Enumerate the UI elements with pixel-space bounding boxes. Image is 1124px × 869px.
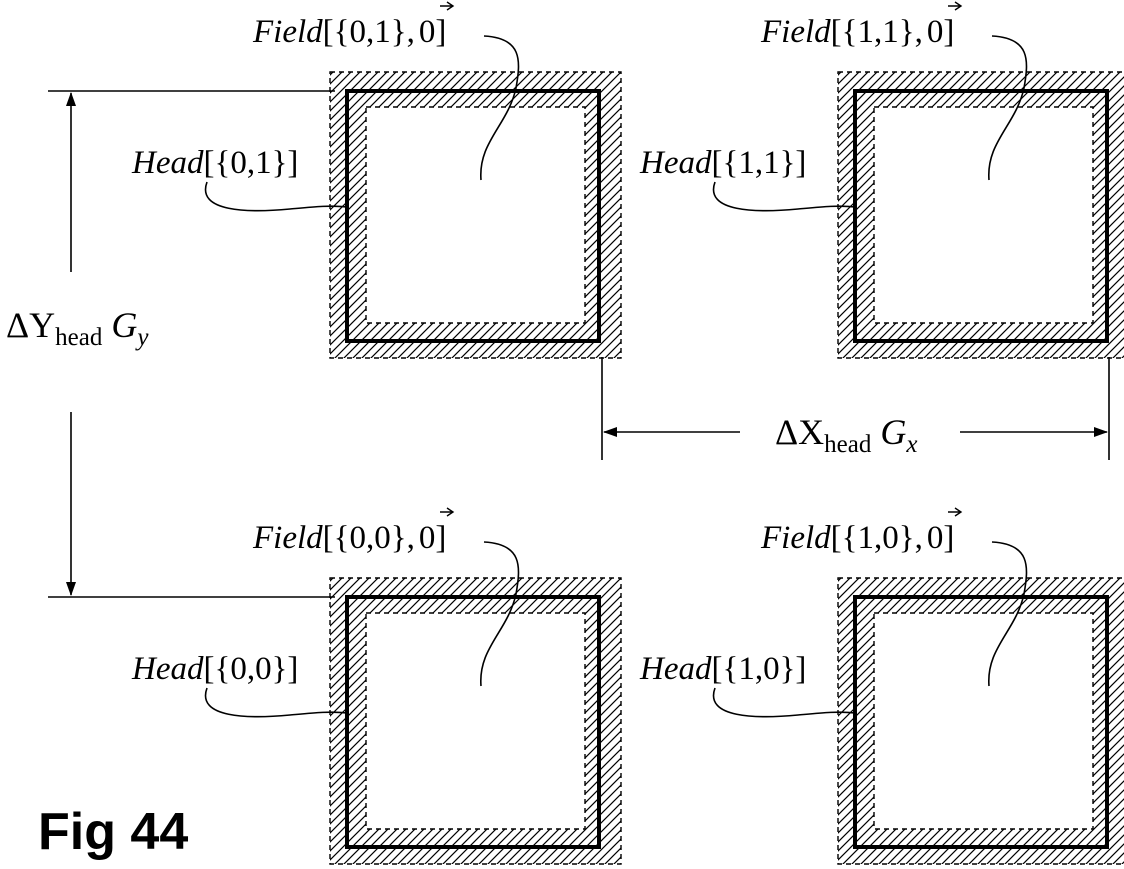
field-inner-boundary [873, 612, 1094, 830]
figure-label: Fig 44 [38, 803, 189, 861]
vector-zero: 0 [419, 520, 436, 556]
vector-zero: 0 [419, 14, 436, 50]
field-leader-line [988, 35, 1028, 181]
hatched-margin-band [838, 72, 1124, 358]
head-outline [345, 595, 601, 849]
field-leader-line [988, 541, 1028, 687]
vector-arrow-accent [440, 507, 455, 517]
vector-arrow-accent [948, 507, 963, 517]
vector-zero: 0 [927, 14, 944, 50]
head-leader-line [712, 181, 856, 212]
head-label: Head[{0,1}] [131, 145, 298, 181]
hatched-margin-band [838, 578, 1124, 864]
head-cell-0-1: Field[{0,1},0] Head[{0,1}] [131, 1, 622, 359]
head-label: Head[{0,0}] [131, 651, 298, 687]
field-label: Field[{0,1},0] [252, 14, 446, 50]
head-cell-1-0: Field[{1,0},0] Head[{1,0}] [639, 507, 1124, 865]
field-inner-boundary [873, 106, 1094, 324]
head-cell-0-0: Field[{0,0},0] Head[{0,0}] [131, 507, 622, 865]
head-outline [853, 89, 1109, 343]
field-outer-boundary [329, 71, 622, 359]
head-label: Head[{1,1}] [639, 145, 806, 181]
hatched-margin-band [330, 72, 621, 358]
head-leader-line [204, 687, 348, 718]
head-outline [853, 595, 1109, 849]
head-leader-line [204, 181, 348, 212]
hatched-margin-band [330, 578, 621, 864]
field-label: Field[{1,1},0] [760, 14, 954, 50]
head-label: Head[{1,0}] [639, 651, 806, 687]
field-outer-boundary [329, 577, 622, 865]
field-inner-boundary [365, 106, 586, 324]
head-cell-1-1: Field[{1,1},0] Head[{1,1}] [639, 1, 1124, 359]
vector-zero: 0 [927, 520, 944, 556]
vector-arrow-accent [440, 1, 455, 11]
field-leader-line [480, 541, 520, 687]
field-label: Field[{1,0},0] [760, 520, 954, 556]
field-leader-line [480, 35, 520, 181]
field-outer-boundary [837, 71, 1124, 359]
field-inner-boundary [365, 612, 586, 830]
field-outer-boundary [837, 577, 1124, 865]
field-label: Field[{0,0},0] [252, 520, 446, 556]
head-outline [345, 89, 601, 343]
head-leader-line [712, 687, 856, 718]
vector-arrow-accent [948, 1, 963, 11]
